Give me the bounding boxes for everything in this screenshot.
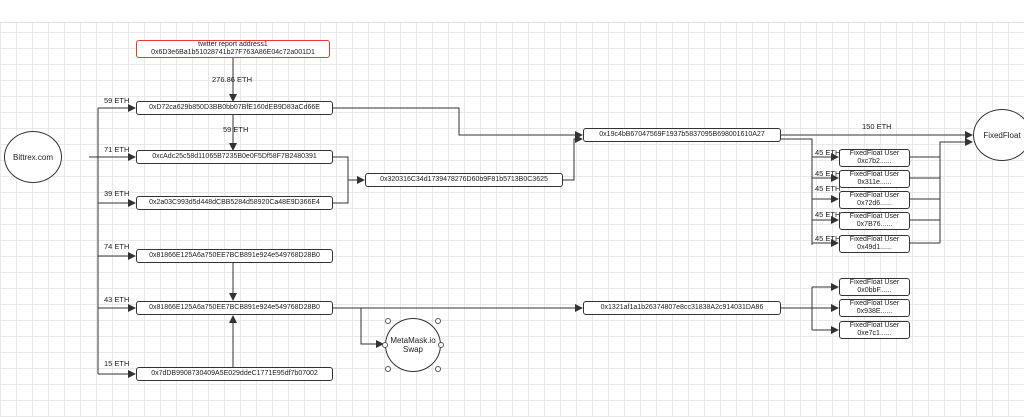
user-address: 0x7B76...... xyxy=(856,221,893,228)
metamask-handle-top-right[interactable] xyxy=(435,318,441,324)
edge-cad-320 xyxy=(333,156,349,180)
bittrex-label: Bittrex.com xyxy=(12,152,53,162)
address-text: 0x1321af1a1b26374807e8cc31838A2c914031DA… xyxy=(600,303,764,311)
edge-label-bittrex-818a: 74 ETH xyxy=(104,242,130,251)
address-node-132[interactable]: 0x1321af1a1b26374807e8cc31838A2c914031DA… xyxy=(583,301,781,315)
edge-label-d72-cad: 59 ETH xyxy=(223,125,249,134)
user-name: FixedFloat User xyxy=(849,321,900,329)
metamask-handle-bottom-right[interactable] xyxy=(435,366,441,372)
user-address: 0x311e...... xyxy=(857,179,892,186)
address-text: 0x81866E125A6a750EE7BCB891e924e549768D28… xyxy=(149,303,320,311)
address-node-7db[interactable]: 0x7dDB9908730409A5E029ddeC1771E95df7b070… xyxy=(136,367,333,381)
bittrex-node[interactable]: Bittrex.com xyxy=(4,131,62,183)
edge-label-ff-user-3: 45 ETH xyxy=(815,184,841,193)
user-name: FixedFloat User xyxy=(849,212,900,220)
edge-return-fixedfloat xyxy=(939,138,973,157)
address-text: 0x7dDB9908730409A5E029ddeC1771E95df7b070… xyxy=(151,369,318,377)
edge-320-19c xyxy=(563,135,583,181)
edge-label-ff-user-5: 45 ETH xyxy=(815,234,841,243)
edge-label-bittrex-2a0: 39 ETH xyxy=(104,189,130,198)
address-node-818a[interactable]: 0x81866E125A6a750EE7BCB891e924e549768D28… xyxy=(136,249,333,263)
edge-label-ff-user-2: 45 ETH xyxy=(815,169,841,178)
edge-19c-users xyxy=(781,138,813,245)
fixedfloat-user-node[interactable]: FixedFloat User 0x7B76...... xyxy=(839,212,910,230)
fixedfloat-label: FixedFloat xyxy=(983,130,1021,140)
user-address: 0x0bbF...... xyxy=(857,287,892,294)
edge-label-twitter-d72: 276.86 ETH xyxy=(212,75,253,84)
edge-818b-metamask xyxy=(333,307,384,348)
metamask-swap-label: Swap xyxy=(402,345,423,354)
fixedfloat-user-node[interactable]: FixedFloat User 0x72d6...... xyxy=(839,191,910,209)
twitter-report-address: 0x6D3e6Ba1b51028741b27F763A86E04c72a001D… xyxy=(151,49,315,56)
user-address: 0x49d1...... xyxy=(857,244,892,251)
user-address: 0x72d6...... xyxy=(857,200,892,207)
user-address: 0xc7b2...... xyxy=(857,158,892,165)
metamask-swap-node[interactable]: MetaMask.io Swap xyxy=(385,318,441,372)
metamask-handle-right[interactable] xyxy=(438,342,444,348)
metamask-label: MetaMask.io xyxy=(390,336,436,345)
edge-2a0-320 xyxy=(333,180,349,204)
metamask-handle-top-left[interactable] xyxy=(385,318,391,324)
fixedfloat-node[interactable]: FixedFloat xyxy=(973,109,1024,161)
fixedfloat-user-node[interactable]: FixedFloat User 0x49d1...... xyxy=(839,235,910,253)
user-name: FixedFloat User xyxy=(849,278,900,286)
address-node-320[interactable]: 0x320316C34d1739478276D60b9F81b5713B0C36… xyxy=(365,173,563,187)
user-name: FixedFloat User xyxy=(849,149,900,157)
metamask-handle-left[interactable] xyxy=(382,342,388,348)
fixedfloat-user-node[interactable]: FixedFloat User 0x0bbF...... xyxy=(839,278,910,296)
metamask-handle-bottom-left[interactable] xyxy=(385,366,391,372)
user-address: 0x938E...... xyxy=(856,308,893,315)
edge-label-bittrex-818b: 43 ETH xyxy=(104,295,130,304)
twitter-report-node[interactable]: twitter report address1 0x6D3e6Ba1b51028… xyxy=(136,40,330,58)
user-name: FixedFloat User xyxy=(849,299,900,307)
edge-label-ff-user-4: 45 ETH xyxy=(815,210,841,219)
canvas-toolbar-strip xyxy=(0,0,1024,23)
edge-label-bittrex-cad: 71 ETH xyxy=(104,145,130,154)
edge-label-bittrex-d72: 59 ETH xyxy=(104,96,130,105)
address-text: 0x81866E125A6a750EE7BCB891e924e549768D28… xyxy=(149,251,320,259)
address-text: 0x320316C34d1739478276D60b9F81b5713B0C36… xyxy=(380,175,548,183)
fixedfloat-user-node[interactable]: FixedFloat User 0xc7b2...... xyxy=(839,149,910,167)
address-text: 0x19c4bB67047569F1937b5837095B698001610A… xyxy=(599,130,765,138)
user-name: FixedFloat User xyxy=(849,170,900,178)
edge-label-19c-fixedfloat: 150 ETH xyxy=(862,122,892,131)
address-text: 0x2a03C993d5d448dCBB5284d58920Ca48E9D366… xyxy=(149,198,320,206)
address-text: 0xcAdc25c58d11065B7235B0e0F5Df58F7B24803… xyxy=(152,152,317,160)
edge-label-bittrex-7db: 15 ETH xyxy=(104,359,130,368)
edge-d72-19c xyxy=(333,107,583,139)
edge-users-return xyxy=(910,156,941,244)
address-node-cad[interactable]: 0xcAdc25c58d11065B7235B0e0F5Df58F7B24803… xyxy=(136,150,333,164)
address-text: 0xD72ca629b850D3BB0bb07BfE160dEB9D83aCd6… xyxy=(149,103,320,111)
edge-132-users xyxy=(781,287,813,330)
address-node-19c[interactable]: 0x19c4bB67047569F1937b5837095B698001610A… xyxy=(583,128,781,142)
user-name: FixedFloat User xyxy=(849,191,900,199)
address-node-2a0[interactable]: 0x2a03C993d5d448dCBB5284d58920Ca48E9D366… xyxy=(136,196,333,210)
address-node-d72[interactable]: 0xD72ca629b850D3BB0bb07BfE160dEB9D83aCd6… xyxy=(136,101,333,115)
edge-label-ff-user-1: 45 ETH xyxy=(815,148,841,157)
fixedfloat-user-node[interactable]: FixedFloat User 0x311e...... xyxy=(839,170,910,188)
user-address: 0xe7c1...... xyxy=(857,330,892,337)
fixedfloat-user-node[interactable]: FixedFloat User 0xe7c1...... xyxy=(839,321,910,339)
twitter-report-title: twitter report address1 xyxy=(198,40,268,48)
address-node-818b[interactable]: 0x81866E125A6a750EE7BCB891e924e549768D28… xyxy=(136,301,333,315)
user-name: FixedFloat User xyxy=(849,235,900,243)
fixedfloat-user-node[interactable]: FixedFloat User 0x938E...... xyxy=(839,299,910,317)
